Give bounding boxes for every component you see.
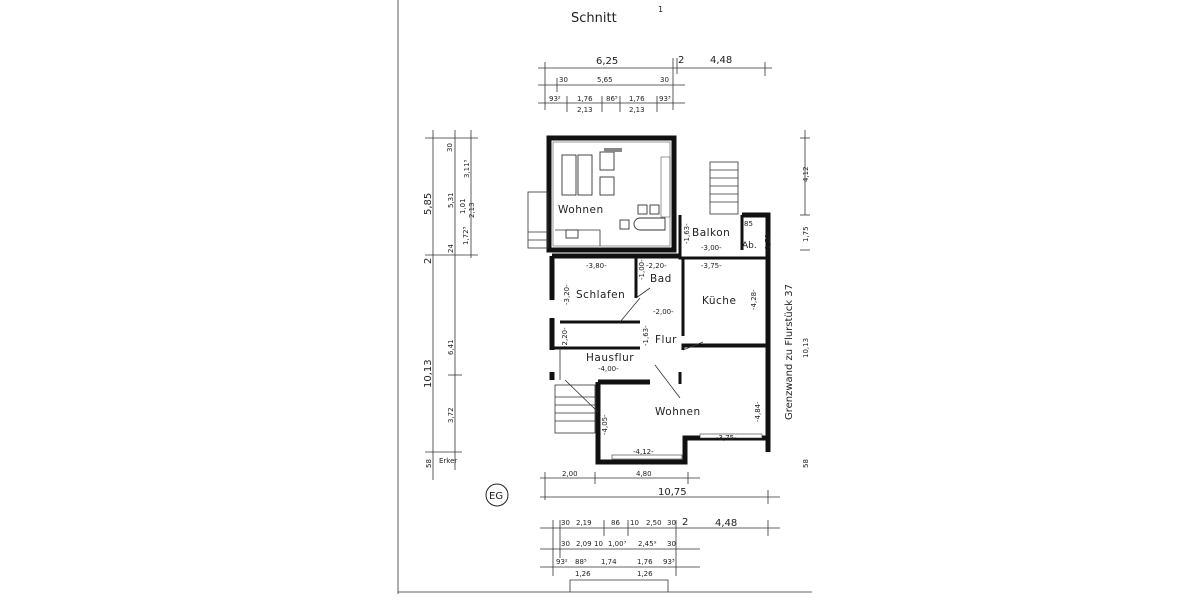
dim-label: -3,75- [716, 434, 737, 442]
dim-label: 4,12 [802, 166, 810, 182]
room-labels: Balkon Ab. Bad Schlafen Küche Flur Hausf… [576, 227, 795, 420]
dim-label: 86 [611, 519, 620, 527]
dim-label: Erker [439, 457, 457, 465]
right-dimensions: 4,12 1,75 10,13 58 [800, 130, 810, 468]
dim-label: 1,26 [575, 570, 591, 578]
dim-label: 93³ [659, 95, 671, 103]
room-dimensions: -3,80- -2,20- -3,75- -3,00- -1,63- 85 -1… [561, 220, 772, 456]
dim-label: 2,13 [468, 202, 476, 218]
dim-label: -4,84- [754, 401, 762, 422]
dim-label: 30 [561, 540, 570, 548]
room-label-wohnen: Wohnen [655, 406, 701, 418]
dim-label: -1,63- [642, 325, 650, 346]
dim-label: 2 [682, 517, 688, 528]
dim-label: -1,63- [683, 223, 691, 244]
dim-label: 10,13 [802, 338, 810, 358]
dim-label: 93² [556, 558, 568, 566]
room-label-balkon: Balkon [692, 227, 730, 239]
dim-label: 2,00 [562, 470, 578, 478]
dim-label: 1,76 [629, 95, 645, 103]
dim-label: 2,19 [576, 519, 592, 527]
room-label-ab: Ab. [742, 241, 757, 251]
dim-label: 2,13 [577, 106, 593, 114]
dim-label: 4,48 [715, 518, 737, 529]
room-label-bad: Bad [650, 273, 672, 285]
bottom-dimensions: 2,00 4,80 10,75 30 2,19 86 10 2,50 30 2 … [540, 470, 780, 592]
dim-label: 5,31 [447, 192, 455, 208]
dim-label: -2,00- [653, 308, 674, 316]
dim-label: 30 [559, 76, 568, 84]
dim-label: 1,72⁵ [462, 226, 470, 245]
dim-label: 10 [630, 519, 639, 527]
dim-label: 1,75 [802, 226, 810, 242]
dim-label: 1,26 [637, 570, 653, 578]
dim-label: 30 [446, 143, 454, 152]
top-dimensions: 6,25 2 4,48 30 5,65 30 93² 1,76 2,13 86⁵… [538, 55, 772, 114]
drawing-title: Schnitt [571, 11, 617, 26]
dim-label: 85 [744, 220, 753, 228]
dim-label: -4,12- [633, 448, 654, 456]
dim-label: 58 [425, 459, 433, 468]
floor-badge: EG [485, 483, 509, 507]
dim-label: 6,41 [447, 339, 455, 355]
room-label-schlafen: Schlafen [576, 289, 625, 301]
dim-label: 86⁵ [606, 95, 618, 103]
dim-label: -4,00- [598, 365, 619, 373]
dim-label: -2,20- [646, 262, 667, 270]
dim-label: -1,00- [638, 259, 646, 280]
dim-label: 3,72 [447, 407, 455, 423]
dim-label: -4,05- [601, 414, 609, 435]
dim-label: 1,00⁷ [608, 540, 627, 548]
dim-label: -3,80- [586, 262, 607, 270]
dim-label: 10 [594, 540, 603, 548]
dim-label: 93³ [663, 558, 675, 566]
dim-label: 93² [549, 95, 561, 103]
dim-label: 30 [561, 519, 570, 527]
dim-label: 2 [678, 55, 684, 66]
dim-label: 2 [423, 258, 434, 264]
boundary-wall-label: Grenzwand zu Flurstück 37 [784, 284, 795, 420]
dim-label: 2,13 [629, 106, 645, 114]
dim-label: 4,80 [636, 470, 652, 478]
ground-floor-walls [549, 212, 771, 465]
dim-label: 1,74 [601, 558, 617, 566]
dim-label: 4,48 [710, 55, 732, 66]
upper-floor-plan: Wohnen [527, 135, 739, 253]
dim-label: 30 [660, 76, 669, 84]
dim-label: -1,50- [764, 231, 772, 252]
dim-label: -2,20- [561, 327, 569, 348]
dim-label: 3,11⁵ [463, 159, 471, 178]
dim-label: 2,09 [576, 540, 592, 548]
dim-label: 30 [667, 519, 676, 527]
dim-label: 5,85 [423, 193, 434, 215]
dim-label: 6,25 [596, 56, 618, 67]
dim-label: -4,28- [750, 289, 758, 310]
dim-label: 1,01 [459, 198, 467, 214]
left-dimensions: 5,85 30 5,31 3,11⁵ 1,01 2,13 1,72⁵ 2 24 … [423, 130, 478, 480]
dim-label: 24 [447, 244, 455, 253]
dim-label: 2,50 [646, 519, 662, 527]
dim-label: -3,75- [701, 262, 722, 270]
dim-label: 5,65 [597, 76, 613, 84]
dim-label: -3,00- [701, 244, 722, 252]
room-label-upper-wohnen: Wohnen [558, 204, 604, 216]
dim-label: 58 [802, 459, 810, 468]
room-label-kueche: Küche [702, 295, 736, 307]
dim-label: 10,75 [658, 487, 687, 498]
dim-label: 10,13 [423, 359, 434, 388]
dim-label: 1,76 [577, 95, 593, 103]
dim-label: -3,20- [563, 284, 571, 305]
room-label-flur: Flur [655, 334, 677, 346]
dim-label: 2,45⁹ [638, 540, 657, 548]
dim-label: 1,76 [637, 558, 653, 566]
floor-badge-text: EG [489, 491, 503, 502]
dim-label: 88⁵ [575, 558, 587, 566]
dim-label: 30 [667, 540, 676, 548]
corner-mark: 1 [658, 5, 663, 14]
room-label-hausflur: Hausflur [586, 352, 634, 364]
